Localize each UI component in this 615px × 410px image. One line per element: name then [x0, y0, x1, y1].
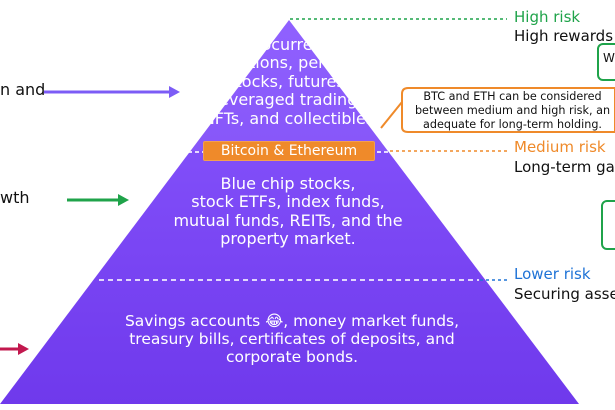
- medium-reward-box: [601, 200, 615, 250]
- medium-risk-label: Medium risk: [514, 138, 606, 156]
- high-rewards-label: High rewards: [514, 27, 614, 45]
- left-arrow-top-head: [169, 86, 180, 98]
- pyramid-bottom-text: Savings accounts 😂, money market funds, …: [124, 312, 460, 366]
- left-arrow-bottom-head: [18, 343, 29, 355]
- left-arrow-middle-head: [118, 194, 129, 206]
- high-risk-label: High risk: [514, 8, 581, 26]
- pyramid-top-highlight: [187, 20, 391, 151]
- pyramid-middle-text: Blue chip stocks, stock ETFs, index fund…: [173, 174, 403, 249]
- bitcoin-ethereum-badge: Bitcoin & Ethereum: [203, 141, 375, 161]
- high-box-fragment: W: [603, 51, 615, 65]
- callout-pointer: [380, 101, 403, 129]
- pyramid-top-text: Cryptocurrencies, options, penny stocks,…: [202, 35, 375, 128]
- callout-box: [401, 87, 615, 133]
- left-top-fragment: n and: [0, 80, 46, 99]
- lower-risk-label: Lower risk: [514, 265, 591, 283]
- high-reward-box: [597, 43, 615, 81]
- callout-note: BTC and ETH can be considered between me…: [414, 90, 611, 131]
- pyramid-main: [0, 20, 579, 404]
- medium-subtitle: Long-term ga: [514, 158, 615, 176]
- left-middle-fragment: wth: [0, 188, 30, 207]
- lower-subtitle: Securing asse: [514, 285, 615, 303]
